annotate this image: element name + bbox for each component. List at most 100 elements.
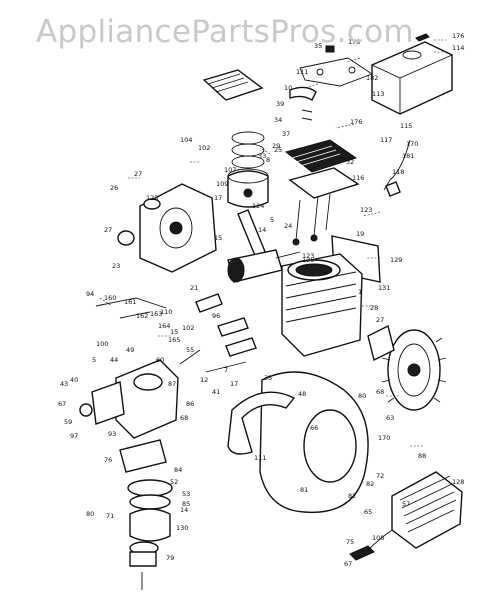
part-callout: 111	[296, 68, 308, 76]
part-callout: 65	[364, 508, 372, 516]
part-callout: 33	[258, 152, 266, 160]
part-callout: 12	[200, 376, 208, 384]
part-callout: 123	[302, 252, 314, 260]
part-callout: 40	[70, 376, 78, 384]
part-callout: 53	[182, 490, 190, 498]
part-callout: 162	[136, 312, 148, 320]
part-callout: 59	[64, 418, 72, 426]
part-callout: 5	[270, 216, 274, 224]
part-callout: 75	[346, 538, 354, 546]
piston-rings	[231, 131, 265, 169]
part-callout: 118	[392, 168, 404, 176]
part-callout: 176	[350, 118, 362, 126]
part-callout: 94	[86, 290, 94, 298]
part-callout: 181	[402, 152, 414, 160]
part-callout: 8	[266, 156, 270, 164]
intake-tube	[289, 86, 317, 121]
part-callout: 43	[60, 380, 68, 388]
gasket-plate	[299, 45, 373, 87]
fuel-line	[383, 139, 411, 197]
part-callout: 123	[146, 194, 158, 202]
part-callout: 80	[86, 510, 94, 518]
part-callout: 113	[372, 90, 384, 98]
part-callout: 76	[104, 456, 112, 464]
part-callout: 81	[300, 486, 308, 494]
part-callout: 49	[126, 346, 134, 354]
part-callout: 124	[252, 202, 264, 210]
part-callout: 21	[190, 284, 198, 292]
part-callout: 67	[344, 560, 352, 568]
part-callout: 109	[216, 180, 228, 188]
part-callout: 48	[298, 390, 306, 398]
part-callout: 86	[186, 400, 194, 408]
part-callout: 14	[180, 506, 188, 514]
part-callout: 28	[370, 304, 378, 312]
part-callout: 161	[124, 298, 136, 306]
part-callout: 130	[176, 524, 188, 532]
part-callout: 129	[390, 256, 402, 264]
part-callout: 71	[106, 512, 114, 520]
part-callout: 10	[284, 84, 292, 92]
part-callout: 34	[274, 116, 282, 124]
part-callout: 160	[104, 294, 116, 302]
part-callout: 44	[110, 356, 118, 364]
part-callout: 17	[214, 194, 222, 202]
leader-lines	[99, 39, 446, 447]
part-callout: 164	[158, 322, 170, 330]
part-callout: 131	[378, 284, 390, 292]
part-callout: 93	[108, 430, 116, 438]
carburetor	[79, 359, 179, 473]
part-callout: 84	[174, 466, 182, 474]
part-callout: 39	[276, 100, 284, 108]
part-callout: 35	[314, 42, 322, 50]
part-callout: 23	[112, 262, 120, 270]
part-callout: 79	[166, 554, 174, 562]
part-callout: 19	[356, 230, 364, 238]
part-callout: 85	[182, 500, 190, 508]
cylinder-head	[284, 139, 360, 199]
part-callout: 80	[358, 392, 366, 400]
part-callout: 27	[134, 170, 142, 178]
part-callout: 72	[376, 472, 384, 480]
part-callout: 25	[274, 146, 282, 154]
ignition-coil	[367, 324, 395, 362]
part-callout: 24	[284, 222, 292, 230]
part-callout: 176	[452, 32, 464, 40]
part-callout: 35	[264, 374, 272, 382]
part-callout: 165	[168, 336, 180, 344]
part-callout: 88	[418, 452, 426, 460]
float-bowl	[127, 479, 173, 590]
part-callout: 96	[212, 312, 220, 320]
part-callout: 57	[402, 500, 410, 508]
part-callout: 87	[168, 380, 176, 388]
part-callout: 37	[282, 130, 290, 138]
part-callout: 163	[150, 310, 162, 318]
part-callout: 32	[346, 158, 354, 166]
part-callout: 97	[70, 432, 78, 440]
part-callout: 55	[186, 346, 194, 354]
part-callout: 29	[272, 142, 280, 150]
part-callout: 68	[376, 388, 384, 396]
part-callout: 15	[170, 328, 178, 336]
part-callout: 66	[310, 424, 318, 432]
part-callout: 110	[160, 308, 172, 316]
part-callout: 5	[92, 356, 96, 364]
part-callout: 178	[348, 38, 360, 46]
watermark-text: AppliancePartsPros.com	[36, 14, 414, 50]
crankcase-cover	[117, 183, 217, 273]
part-callout: 15	[214, 234, 222, 242]
part-callout: 108	[372, 534, 384, 542]
part-callout: 52	[170, 478, 178, 486]
part-callout: 1	[358, 288, 362, 296]
crankshaft	[227, 249, 301, 283]
part-callout: 17	[230, 380, 238, 388]
part-callout: 116	[352, 174, 364, 182]
recoil-starter	[349, 471, 463, 561]
part-callout: 117	[380, 136, 392, 144]
part-callout: 67	[58, 400, 66, 408]
part-callout: 107	[224, 166, 236, 174]
part-callout: 104	[180, 136, 192, 144]
part-callout: 114	[452, 44, 464, 52]
